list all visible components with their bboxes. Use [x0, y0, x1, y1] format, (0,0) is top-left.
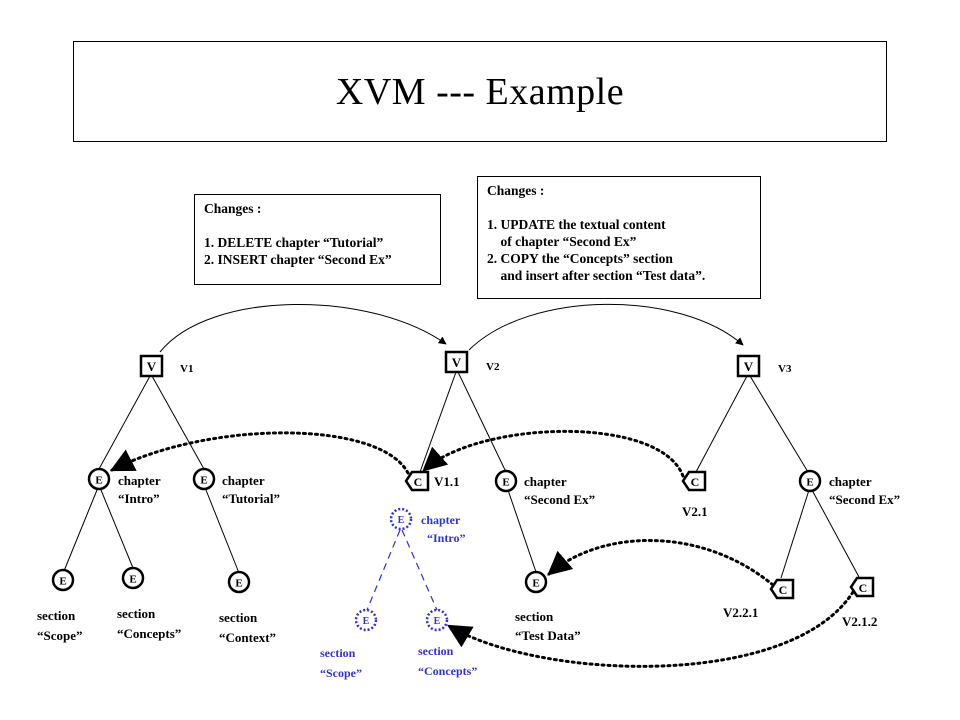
version-arc-v1-v2	[159, 303, 447, 353]
element-node-section-context: E	[227, 570, 251, 594]
copy-reference-v1-1	[109, 431, 410, 475]
element-node-chapter-second-ex-v2: E	[494, 469, 518, 493]
ghost-tree-edges	[366, 529, 438, 611]
v3-tree-edges	[695, 375, 860, 579]
changes-box-v1-v2: Changes : 1. DELETE chapter “Tutorial” 2…	[194, 194, 441, 285]
version-glyph: V	[744, 359, 754, 374]
copy-label-v1-1: V1.1	[434, 474, 460, 489]
element-glyph: E	[806, 477, 813, 489]
copy-label-v2-1-2: V2.1.2	[842, 614, 877, 629]
element-node-chapter-tutorial: E	[192, 467, 216, 491]
copy-glyph: C	[779, 583, 788, 597]
element-glyph: E	[95, 475, 102, 487]
copy-node-v2-1-2: C	[849, 576, 875, 598]
element-glyph: E	[59, 576, 66, 588]
label-chapter-tutorial: chapter “Tutorial”	[222, 473, 280, 506]
element-glyph: E	[129, 574, 136, 586]
element-glyph: E	[502, 477, 509, 489]
element-glyph: E	[363, 616, 370, 627]
label-section-scope: section “Scope”	[37, 608, 83, 643]
version-arc-v2-v3	[468, 303, 744, 351]
copy-label-v2-1: V2.1	[682, 504, 708, 519]
version-node-v1: V	[139, 354, 164, 378]
changes-line: 1. DELETE chapter “Tutorial”	[204, 235, 384, 250]
label-ghost-section-scope: section “Scope”	[320, 646, 362, 680]
changes-line: 2. COPY the “Concepts” section	[487, 251, 673, 266]
v1-tree-edges	[63, 375, 240, 574]
ghost-node-section-concepts: E	[425, 608, 449, 632]
label-section-context: section “Context”	[219, 610, 276, 645]
changes-box-v2-v3: Changes : 1. UPDATE the textual content …	[477, 176, 761, 299]
element-glyph: E	[434, 616, 441, 627]
copy-reference-v2-1-2	[446, 590, 855, 668]
label-section-test-data: section “Test Data”	[515, 609, 581, 643]
label-ghost-section-concepts: section “Concepts”	[418, 644, 477, 678]
changes-line: Changes :	[487, 183, 545, 198]
ghost-node-chapter-intro: E	[389, 507, 413, 531]
copy-glyph: C	[859, 581, 868, 595]
changes-line: of chapter “Second Ex”	[487, 234, 637, 249]
copy-reference-v2-1	[422, 429, 685, 478]
element-glyph: E	[532, 578, 539, 590]
element-glyph: E	[398, 515, 405, 526]
element-glyph: E	[200, 475, 207, 487]
element-glyph: E	[235, 578, 242, 590]
element-node-section-test-data: E	[524, 570, 548, 594]
element-node-chapter-second-ex-v3: E	[798, 469, 822, 493]
label-ghost-chapter-intro: chapter “Intro”	[421, 513, 465, 545]
copy-glyph: C	[414, 475, 423, 489]
version-glyph: V	[452, 355, 462, 370]
ghost-node-section-scope: E	[354, 608, 378, 632]
copy-node-v2-1: C	[681, 470, 707, 492]
element-node-section-concepts: E	[121, 566, 145, 590]
copy-node-v2-2-1: C	[769, 578, 795, 600]
copy-label-v2-2-1: V2.2.1	[723, 605, 758, 620]
page-title: XVM --- Example	[335, 70, 625, 113]
copy-glyph: C	[691, 475, 700, 489]
label-section-concepts: section “Concepts”	[117, 606, 181, 641]
label-chapter-intro: chapter “Intro”	[118, 473, 164, 506]
version-glyph: V	[147, 359, 157, 374]
label-chapter-second-ex-v3: chapter “Second Ex”	[829, 474, 900, 507]
changes-line: Changes :	[204, 201, 262, 216]
version-label-v2: V2	[486, 361, 500, 373]
changes-line: 1. UPDATE the textual content	[487, 217, 666, 232]
version-node-v2: V	[444, 350, 469, 374]
changes-line: 2. INSERT chapter “Second Ex”	[204, 252, 392, 267]
title-box: XVM --- Example	[73, 41, 887, 142]
element-node-chapter-intro: E	[87, 467, 111, 491]
version-label-v3: V3	[778, 363, 792, 375]
label-chapter-second-ex-v2: chapter “Second Ex”	[524, 474, 595, 507]
element-node-section-scope: E	[51, 568, 75, 592]
copy-reference-v2-2-1	[547, 539, 775, 587]
version-node-v3: V	[736, 354, 761, 378]
copy-node-v1-1: C	[404, 470, 430, 492]
changes-line: and insert after section “Test data”.	[487, 268, 706, 283]
version-label-v1: V1	[180, 363, 193, 375]
